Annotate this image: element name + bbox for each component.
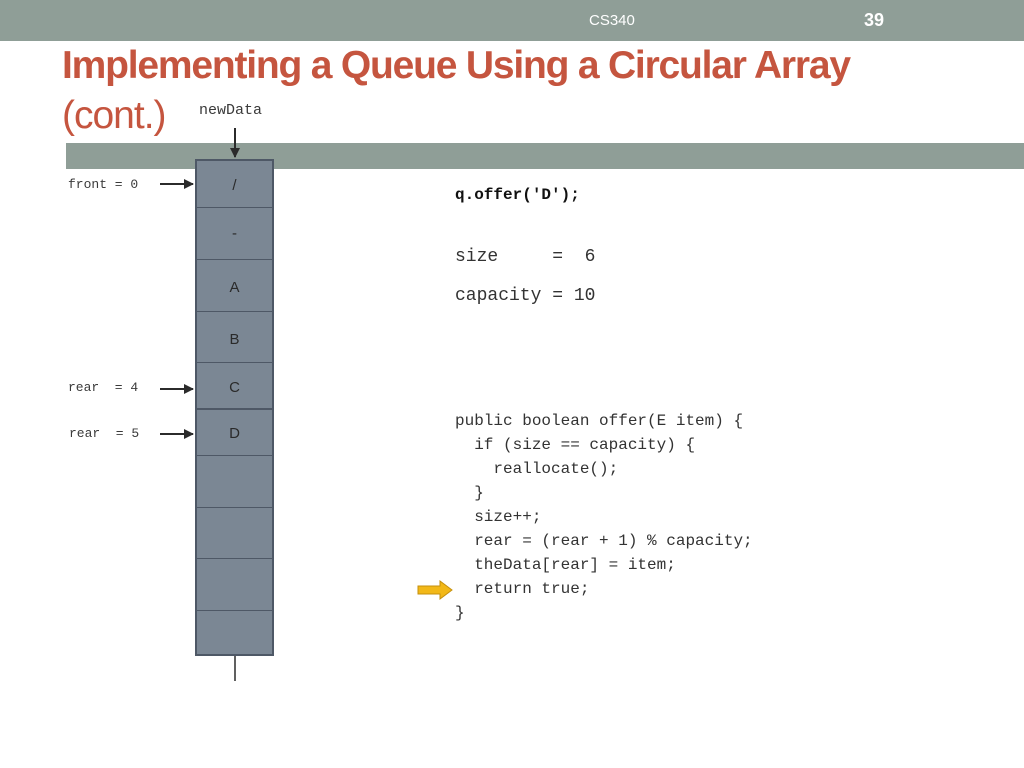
array-cell-6	[197, 456, 272, 508]
capacity-value: capacity = 10	[455, 286, 596, 306]
top-banner: CS340 39	[0, 0, 1024, 41]
array-cell-5: D	[197, 410, 272, 456]
slide-title: Implementing a Queue Using a Circular Ar…	[62, 44, 851, 87]
code-line: theData[rear] = item;	[455, 556, 676, 574]
size-value: size = 6	[455, 247, 596, 267]
offer-method-code: public boolean offer(E item) { if (size …	[455, 409, 753, 625]
code-line-current: return true;	[455, 580, 590, 598]
slide-number: 39	[864, 10, 885, 30]
code-line: rear = (rear + 1) % capacity;	[455, 532, 753, 550]
array-cell-2: A	[197, 260, 272, 312]
array-cell-8	[197, 559, 272, 611]
method-call: q.offer('D');	[455, 186, 580, 204]
current-line-arrow-icon	[417, 580, 453, 600]
front-pointer-label: front = 0	[68, 177, 139, 192]
code-line: }	[455, 604, 465, 622]
array-cell-0: /	[197, 161, 272, 208]
array-cell-1: -	[197, 208, 272, 260]
array-cell-3: B	[197, 312, 272, 363]
circular-array: / - A B C D	[195, 159, 274, 656]
rear-new-pointer-label: rear = 5	[69, 426, 140, 441]
new-data-label: newData	[199, 102, 263, 119]
code-line: if (size == capacity) {	[455, 436, 696, 454]
code-line: }	[455, 484, 484, 502]
course-label: CS340	[589, 12, 635, 29]
code-line: public boolean offer(E item) {	[455, 412, 744, 430]
array-cell-7	[197, 508, 272, 559]
code-line: reallocate();	[455, 460, 619, 478]
array-cell-4: C	[197, 363, 272, 410]
slide-subtitle: (cont.)	[62, 94, 167, 137]
rear-old-pointer-label: rear = 4	[68, 380, 139, 395]
code-line: size++;	[455, 508, 542, 526]
